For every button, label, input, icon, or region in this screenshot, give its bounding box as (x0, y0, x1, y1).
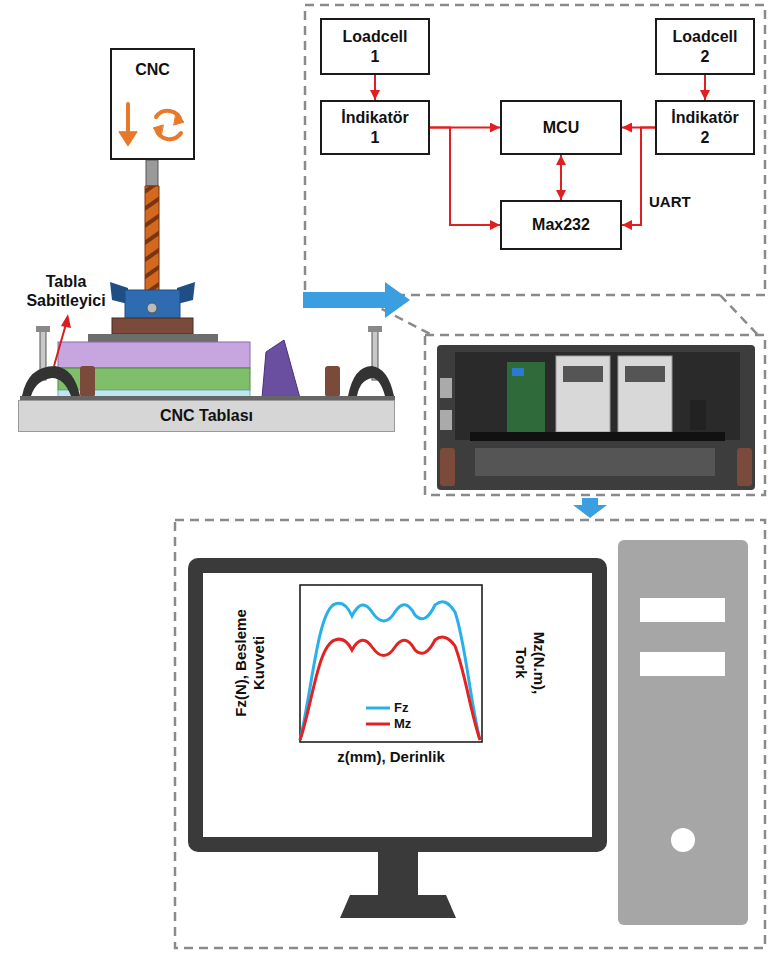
mcu-box: MCU (500, 100, 622, 155)
sensor-box: Loadcell 1 (320, 18, 430, 75)
flow-arrow-part (303, 282, 410, 318)
node-text: İndikatör 1 (336, 108, 414, 146)
dashed-frame-part (175, 520, 765, 948)
computer-part (640, 598, 725, 622)
enclosure-photo-part (440, 448, 455, 486)
chart-plot (300, 585, 482, 742)
computer (188, 540, 748, 925)
table-clamp-part (368, 326, 382, 332)
bus-label: UART (647, 193, 693, 210)
computer-part (640, 652, 725, 676)
enclosure-photo-part (690, 400, 706, 430)
enclosure-photo-part (470, 432, 725, 441)
fixture-part (112, 318, 193, 334)
fixture-part (58, 342, 250, 368)
fixture-part (80, 366, 95, 397)
indicator-box: İndikatör 1 (320, 100, 430, 155)
computer-part (378, 852, 418, 895)
fixture-part (147, 303, 157, 313)
fixture-part (125, 290, 180, 320)
dashed-frame (175, 5, 765, 948)
computer-part (340, 895, 456, 918)
chart-plot-part (300, 585, 482, 742)
machine-box: CNC (110, 48, 195, 160)
dashed-frame-part (720, 295, 758, 335)
table-clamp-part (22, 366, 80, 396)
node-text: MCU (543, 118, 579, 137)
leader-line-part (54, 324, 66, 366)
enclosure-photo-part (475, 448, 715, 476)
leader-line-part (61, 314, 71, 328)
enclosure-photo-part (437, 345, 755, 490)
enclosure-photo-part (455, 352, 740, 440)
node-text: Loadcell 2 (666, 27, 744, 65)
computer-part (671, 828, 695, 852)
cnc-icons-part (119, 132, 137, 146)
dashed-frame-part (425, 335, 765, 495)
fixture-part (325, 366, 340, 397)
table-band: CNC Tablası (18, 400, 395, 432)
enclosure-photo-part (440, 378, 452, 398)
sensor-box: Loadcell 2 (655, 18, 755, 75)
enclosure-photo-part (563, 366, 603, 382)
enclosure-photo-part (625, 366, 665, 382)
signal-arrow (560, 155, 562, 200)
drill-bit-part (145, 186, 159, 302)
enclosure-photo-part (737, 448, 752, 486)
chart-plot-part (366, 707, 390, 710)
computer-part (203, 573, 592, 837)
enclosure-photo-part (507, 362, 545, 432)
legend-text: Mz (394, 716, 411, 731)
enclosure-photo-part (440, 410, 452, 430)
node-text: Max232 (532, 215, 590, 234)
part-label: Tabla Sabitleyici (16, 272, 116, 310)
enclosure-photo-part (618, 356, 672, 432)
enclosure-photo (437, 345, 755, 490)
node-text: İndikatör 2 (666, 108, 744, 146)
indicator-box: İndikatör 2 (655, 100, 755, 155)
signal-arrow (374, 75, 376, 100)
computer-part (188, 558, 607, 852)
signal-arrow (622, 128, 655, 226)
drill-bit-part (146, 160, 158, 186)
chart-plot-part (300, 637, 480, 740)
flow-arrow-part (573, 498, 607, 518)
axis-label: Fz(N), Besleme Kuvveti (232, 588, 268, 738)
table-clamp-part (36, 326, 50, 332)
cnc-icons-part (153, 125, 163, 136)
computer-part (618, 540, 748, 925)
enclosure-photo-part (556, 356, 610, 432)
node-text: CNC (135, 60, 170, 79)
axis-label: Mz(N.m), Tork (512, 618, 548, 708)
leader-line (54, 314, 71, 366)
dashed-frame-part (305, 5, 765, 295)
legend-text: Fz (394, 700, 408, 715)
cnc-icons-part (174, 114, 184, 125)
cnc-icons (119, 104, 184, 146)
drill-bit (145, 160, 159, 302)
table-clamp (22, 326, 394, 396)
chart-plot-part (366, 723, 390, 726)
fixture-part (262, 340, 300, 398)
node-text: CNC Tablası (160, 406, 253, 425)
chart-plot-part (300, 602, 480, 740)
fixture-part (88, 334, 218, 342)
converter-box: Max232 (500, 200, 622, 250)
table-clamp-part (348, 366, 394, 396)
signal-arrow (704, 75, 706, 100)
node-text: Loadcell 1 (336, 27, 414, 65)
axis-label: z(mm), Derinlik (311, 748, 471, 766)
signal-arrow (430, 128, 500, 226)
enclosure-photo-part (512, 368, 524, 376)
